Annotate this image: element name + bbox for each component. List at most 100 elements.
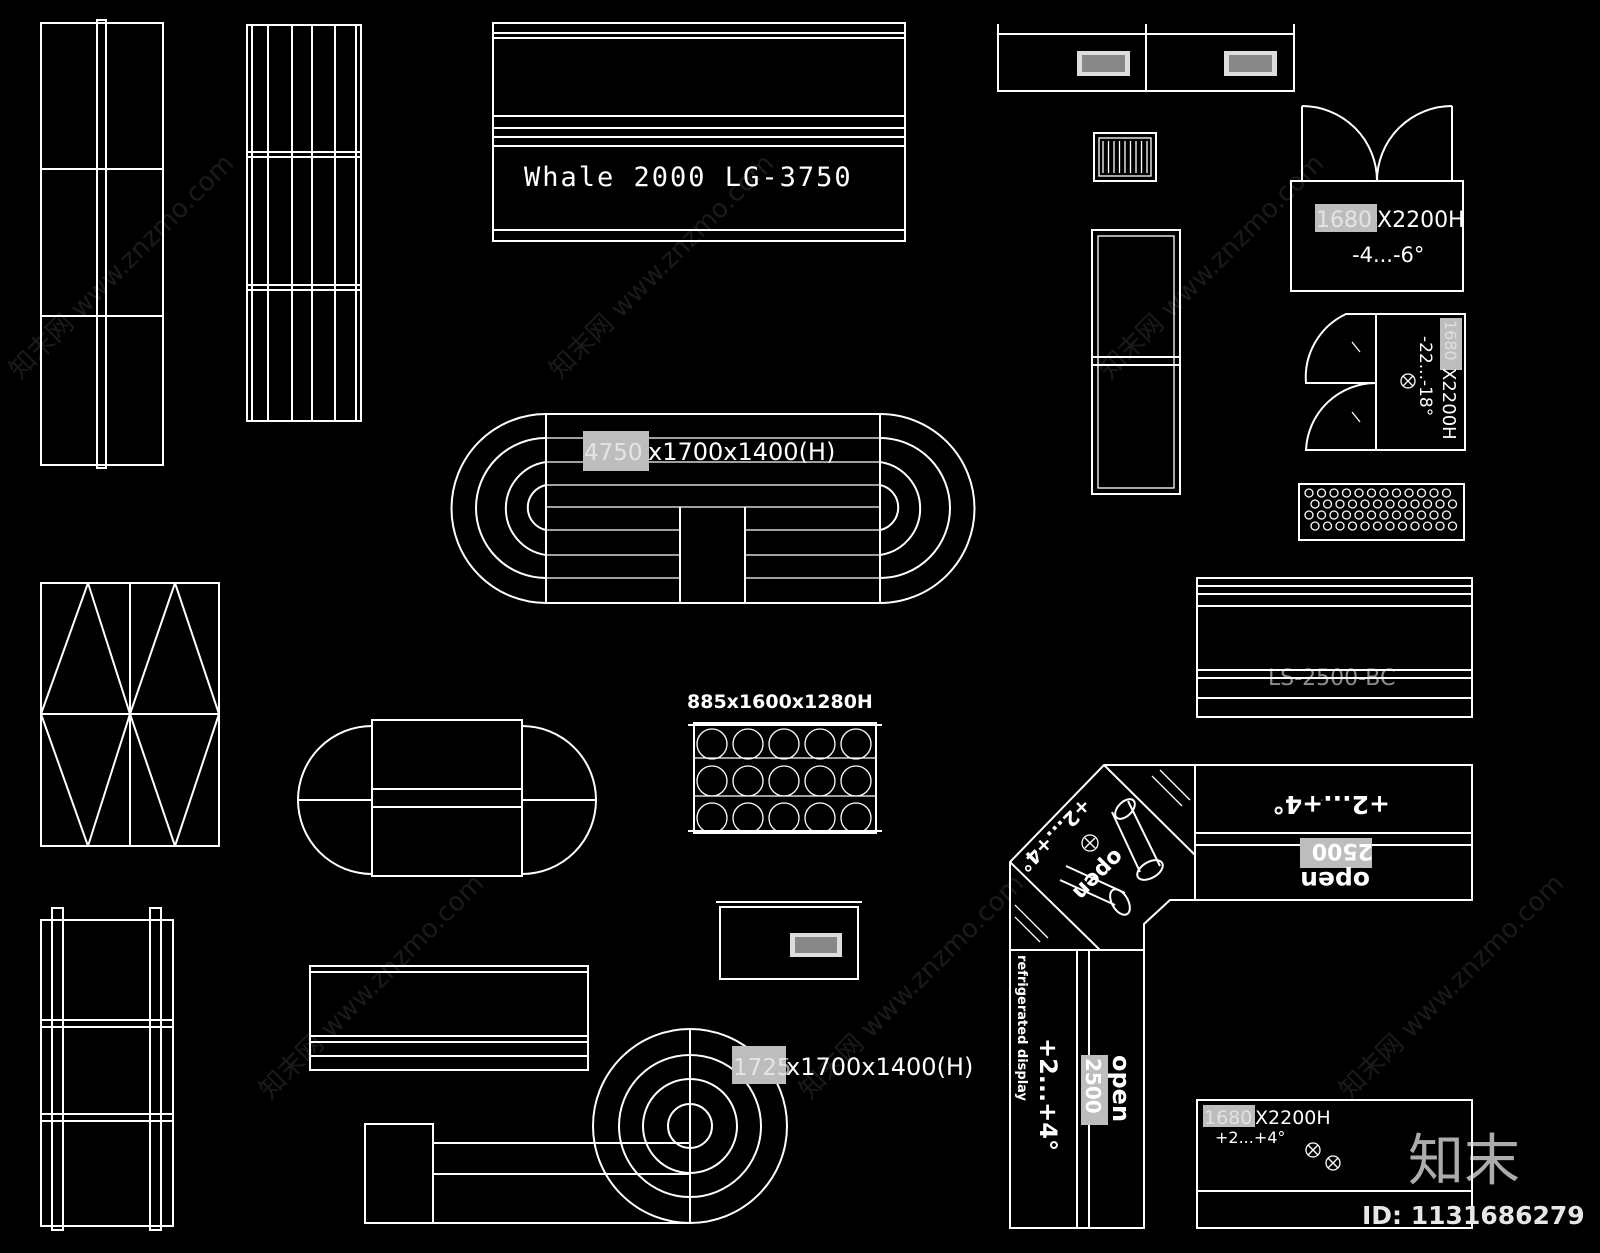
perforation [1335, 521, 1345, 531]
perforation [1347, 521, 1358, 531]
perforation [1329, 510, 1339, 520]
door-b-suffix: X2200H [1438, 368, 1459, 440]
perforation [1422, 521, 1433, 531]
door-c-suffix: X2200H [1255, 1107, 1331, 1129]
perforation [1366, 488, 1377, 498]
perforation [1341, 488, 1352, 498]
bottle-slot [840, 802, 872, 834]
round-ended-island [297, 719, 597, 877]
perforation [1391, 510, 1402, 520]
bottle-slot [840, 728, 872, 760]
watermark-3: 知末网 www.znzmo.com [1094, 149, 1330, 385]
perforation [1354, 488, 1364, 498]
corner-dim-top: 2500 [1312, 838, 1373, 863]
perforation [1372, 521, 1383, 531]
ls-cabinet: LS-2500-BC [1196, 577, 1473, 718]
door-a-dim: 1680 [1316, 208, 1372, 233]
bottle-slot [840, 765, 872, 797]
perforation [1410, 499, 1420, 509]
perforation [1310, 521, 1320, 531]
open-vert: open [1107, 1055, 1135, 1122]
perforation [1341, 510, 1352, 520]
perforation [1397, 521, 1408, 531]
bottle-slot [768, 802, 800, 834]
watermarks: 知末网 www.znzmo.com 知末网 www.znzmo.com 知末网 … [4, 149, 1570, 1105]
ls-model-label: LS-2500-BC [1268, 666, 1395, 691]
perforation [1441, 488, 1452, 498]
watermark-1: 知末网 www.znzmo.com [4, 149, 240, 385]
perforation [1379, 488, 1389, 498]
perforation [1416, 488, 1427, 498]
perforation [1335, 499, 1345, 509]
oval-dim-highlight [583, 431, 649, 471]
perforation [1304, 510, 1314, 520]
perforation [1360, 521, 1370, 531]
small-grille [1093, 132, 1157, 182]
round-dim-highlight [732, 1046, 786, 1084]
perforation [1304, 488, 1314, 498]
refrigerated-display-label: refrigerated display [1014, 955, 1029, 1102]
open-diag: open [1067, 844, 1128, 905]
perforation [1416, 510, 1427, 520]
perforation [1429, 510, 1439, 520]
brand-mark: 知末 ID: 1131686279 [1362, 1129, 1585, 1230]
perforation [1385, 521, 1395, 531]
cold-room-door-b: -22...-18° X2200H 1680 [1304, 313, 1466, 451]
corner-temp-vert: +2...+4° [1034, 1038, 1062, 1151]
bottle-slot [768, 765, 800, 797]
round-display-counter: 1725 x1700x1400(H) [364, 1028, 973, 1224]
wall-case-bottom [309, 965, 589, 1071]
perforation [1329, 488, 1339, 498]
perforation [1435, 499, 1445, 509]
bottle-slot [804, 765, 836, 797]
perforation [1410, 521, 1420, 531]
brand-logo-text: 知末 [1408, 1129, 1520, 1194]
perforation [1435, 521, 1445, 531]
cold-room-door-a: 1680 X2200H -4...-6° [1290, 105, 1465, 292]
bottle-slot [804, 728, 836, 760]
watermark-6: 知末网 www.znzmo.com [1334, 869, 1570, 1105]
oval-island-display: 4750 x1700x1400(H) [450, 413, 976, 604]
whale-display-case: Whale 2000 LG-3750 [492, 22, 906, 242]
bottle-slot [804, 802, 836, 834]
perforation [1447, 499, 1458, 509]
round-dim-suffix: x1700x1400(H) [786, 1053, 973, 1081]
tall-cabinet-1 [40, 19, 164, 469]
whale-model-label: Whale 2000 LG-3750 [524, 162, 853, 193]
perforation [1354, 510, 1364, 520]
wall-unit-top-right [997, 24, 1295, 92]
perforated-panel [1298, 483, 1465, 541]
bottle-slot [732, 765, 764, 797]
corner-dim-vert: 2500 [1081, 1058, 1105, 1114]
bottle-rack: 885x1600x1280H [687, 691, 882, 834]
perforation [1404, 510, 1414, 520]
corner-temp-top: +2...+4° [1272, 790, 1390, 819]
round-dim-value: 1725 [733, 1055, 792, 1081]
shelving-rack [40, 907, 174, 1231]
perforation [1316, 510, 1327, 520]
perforation [1441, 510, 1452, 520]
perforation [1366, 510, 1377, 520]
door-c-dim: 1680 [1204, 1107, 1252, 1129]
rack-dim-label: 885x1600x1280H [687, 691, 873, 713]
perforation [1360, 499, 1370, 509]
perforation [1404, 488, 1414, 498]
perforation [1310, 499, 1320, 509]
perforation [1322, 499, 1333, 509]
bottle-slot [696, 802, 728, 834]
perforation [1316, 488, 1327, 498]
open-top: open [1300, 866, 1370, 895]
perforation [1447, 521, 1458, 531]
perforation [1347, 499, 1358, 509]
oval-dim-suffix: x1700x1400(H) [648, 438, 835, 466]
slatted-shelf-unit [246, 24, 362, 422]
perforation [1391, 488, 1402, 498]
bottle-slot [732, 802, 764, 834]
bottle-slot [768, 728, 800, 760]
perforation [1322, 521, 1333, 531]
small-badge-cabinet [716, 901, 862, 980]
oval-dim-value: 4750 [584, 440, 643, 466]
bottle-slot [696, 728, 728, 760]
bottle-slot [732, 728, 764, 760]
